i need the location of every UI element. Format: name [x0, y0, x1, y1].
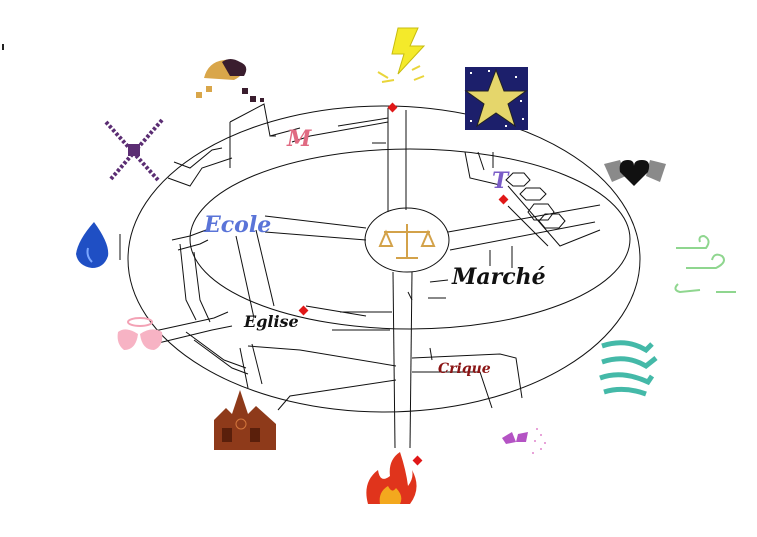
chain-lock [128, 144, 140, 156]
label-eglise: Eglise [243, 312, 299, 331]
streets [119, 103, 601, 449]
label-t: T [492, 168, 510, 194]
marker-t [498, 194, 509, 205]
label-marche: Marché [451, 264, 546, 290]
label-crique: Crique [438, 361, 491, 377]
wind-swirl-icon [674, 234, 736, 294]
ring-roads [127, 105, 641, 413]
butterfly-icon [502, 428, 546, 454]
crossed-chains-icon [104, 118, 164, 182]
water-drop-icon [76, 222, 109, 268]
church-icon [214, 390, 276, 450]
label-m: M [286, 126, 312, 152]
lightning-icon [377, 27, 426, 83]
label-ecole: Ecole [203, 212, 271, 238]
marker-eglise [298, 305, 309, 316]
scales-icon [378, 224, 436, 259]
marker-north [387, 102, 398, 113]
corner-dots [2, 44, 4, 50]
inner-ring-road [189, 148, 631, 330]
clouds-icon [196, 59, 264, 102]
wave-icon [599, 340, 658, 397]
marker-south [412, 455, 423, 466]
outer-ring-road [127, 105, 641, 413]
angel-wings-icon [117, 317, 163, 350]
star-icon [464, 67, 528, 130]
fire-icon [366, 452, 417, 504]
heart-wings-icon [604, 160, 666, 186]
